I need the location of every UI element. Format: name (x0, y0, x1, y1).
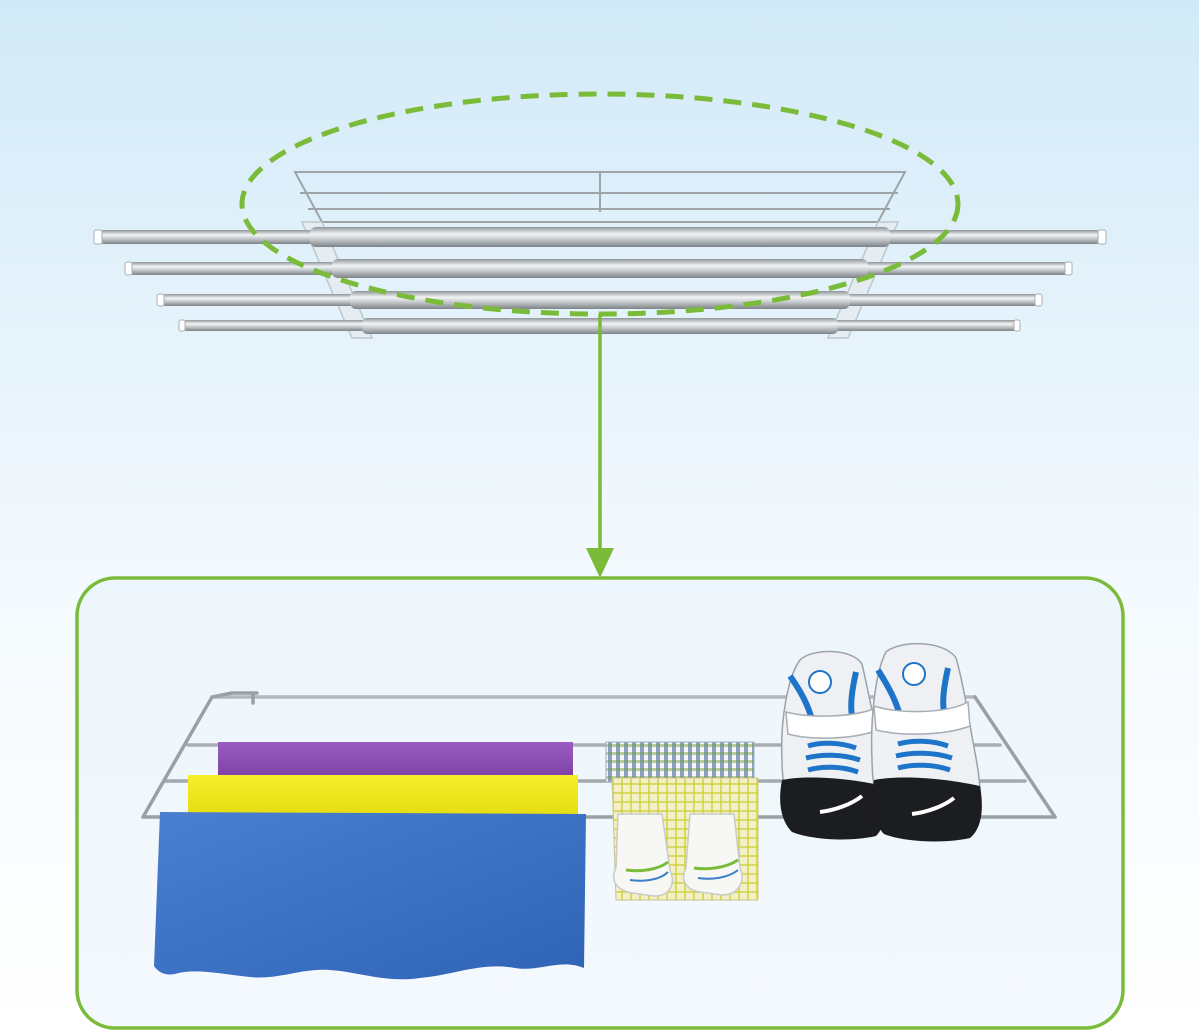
rack-rod-2 (128, 259, 1070, 278)
sneaker (780, 650, 888, 840)
rod-end-caps (93, 229, 1107, 332)
sneaker (870, 642, 982, 842)
checked-cloth (605, 741, 755, 783)
sock (682, 813, 743, 896)
blue-towel (154, 812, 586, 980)
sock (612, 813, 674, 897)
rack-rod-3 (160, 291, 1040, 309)
rack-rod-1 (97, 227, 1103, 247)
yellow-towel (188, 775, 578, 815)
down-arrow-icon (586, 314, 614, 578)
purple-towel (218, 742, 573, 780)
